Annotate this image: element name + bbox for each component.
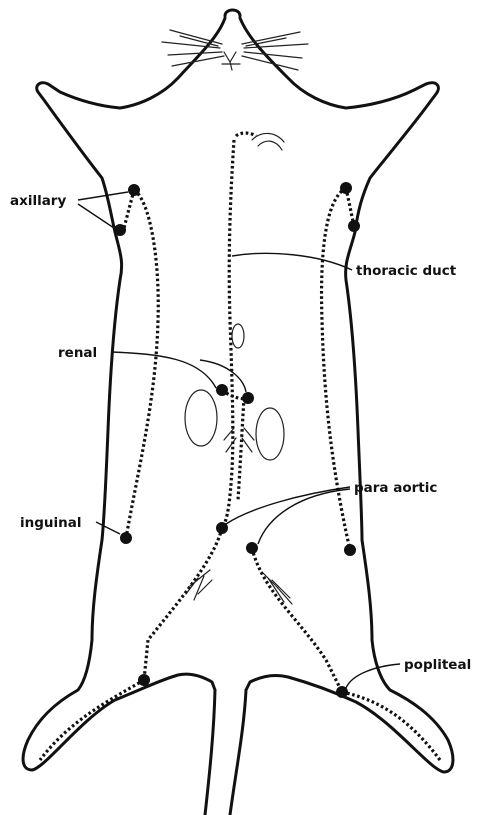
renal-vessel bbox=[222, 390, 248, 500]
leader-para-aortic bbox=[226, 487, 350, 544]
cisterna-loop bbox=[232, 324, 244, 348]
vessel-branch-right bbox=[262, 572, 292, 604]
label-thoracic-duct: thoracic duct bbox=[356, 263, 457, 279]
node-inguinal-right bbox=[344, 544, 356, 556]
internal-organs bbox=[185, 133, 292, 604]
right-kidney-shape bbox=[256, 408, 284, 460]
labels: axillary thoracic duct renal para aortic… bbox=[10, 193, 471, 673]
vessel-branch-renal bbox=[224, 428, 254, 452]
nose bbox=[222, 52, 240, 70]
left-kidney-shape bbox=[185, 390, 217, 446]
node-renal-right bbox=[242, 392, 254, 404]
node-axillary-right-lower bbox=[348, 220, 360, 232]
leader-axillary bbox=[78, 192, 128, 228]
label-renal: renal bbox=[58, 345, 97, 361]
right-axillary-vessel bbox=[322, 188, 354, 550]
node-renal-left bbox=[216, 384, 228, 396]
leader-inguinal bbox=[96, 522, 120, 534]
label-para-aortic: para aortic bbox=[354, 480, 437, 496]
node-axillary-left-upper bbox=[128, 184, 140, 196]
leader-thoracic-duct bbox=[232, 253, 352, 270]
lymph-vessels bbox=[40, 133, 440, 760]
node-axillary-right-upper bbox=[340, 182, 352, 194]
leader-lines bbox=[78, 192, 400, 688]
thoracic-duct-vessel bbox=[222, 133, 256, 528]
left-axillary-vessel bbox=[124, 190, 158, 538]
node-popliteal-left bbox=[138, 674, 150, 686]
label-inguinal: inguinal bbox=[20, 515, 82, 531]
node-axillary-left-lower bbox=[114, 224, 126, 236]
snout-tip bbox=[225, 10, 240, 16]
leader-popliteal bbox=[346, 664, 400, 688]
tail bbox=[205, 690, 246, 815]
aortic-arch bbox=[252, 133, 284, 150]
body-outline bbox=[23, 10, 453, 815]
node-inguinal-left bbox=[120, 532, 132, 544]
label-popliteal: popliteal bbox=[404, 657, 471, 673]
node-para-aortic-right bbox=[246, 542, 258, 554]
left-popliteal-vessel bbox=[40, 528, 222, 760]
body-left-contour bbox=[23, 18, 225, 770]
right-popliteal-vessel bbox=[252, 548, 440, 760]
label-axillary: axillary bbox=[10, 193, 66, 209]
